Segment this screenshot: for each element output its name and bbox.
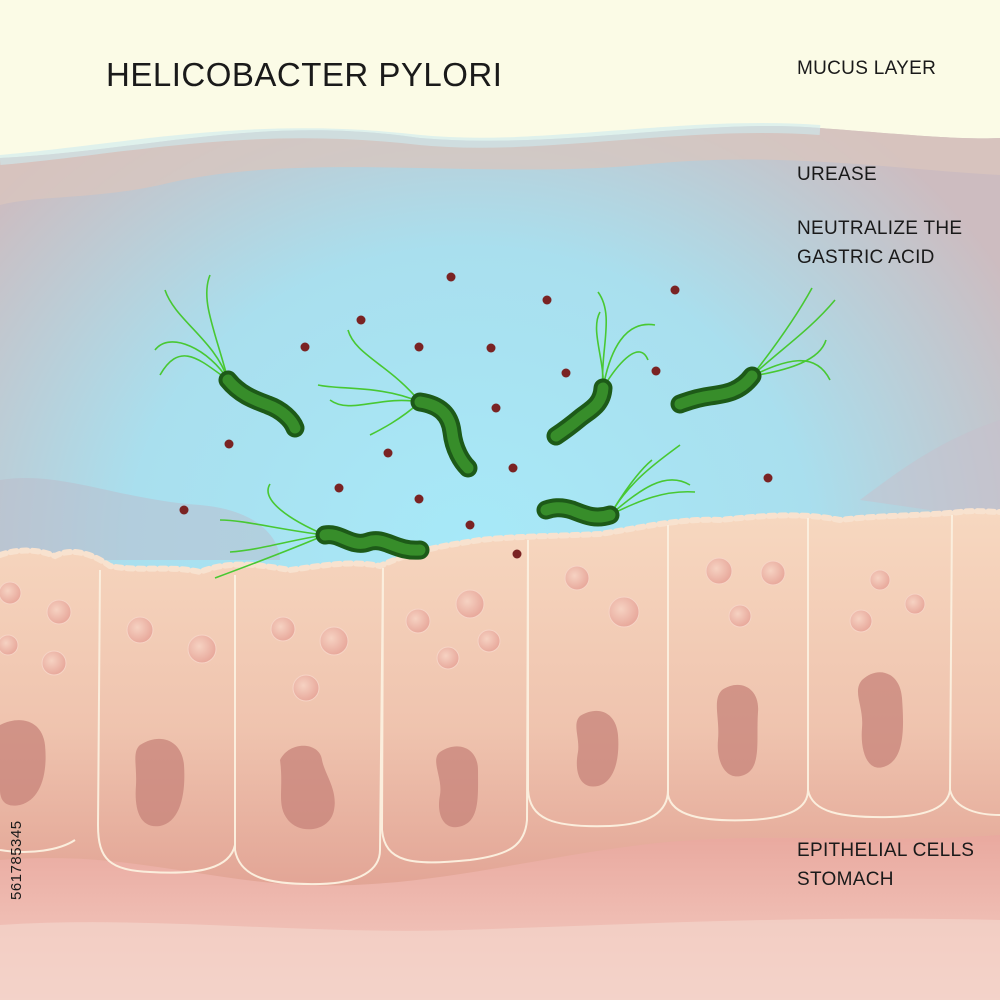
neutralize-label-line1: NEUTRALIZE THE [797, 218, 963, 239]
urease-dot [651, 366, 661, 376]
nucleus [576, 710, 619, 787]
vesicle [0, 634, 19, 656]
urease-label: UREASE [797, 164, 877, 185]
urease-dot [414, 342, 424, 352]
vesicle [405, 608, 431, 634]
urease-dot [508, 463, 518, 473]
bacterium [317, 329, 478, 478]
vesicle [0, 581, 22, 605]
urease-dot [465, 520, 475, 530]
page-title: HELICOBACTER PYLORI [106, 56, 503, 93]
epithelium-edge [0, 508, 1000, 576]
flagella [154, 274, 229, 381]
urease-dot [542, 295, 552, 305]
flagella [214, 483, 326, 579]
vesicle [564, 565, 590, 591]
urease-dot [300, 342, 310, 352]
bacterium [154, 274, 305, 438]
vesicle [46, 599, 72, 625]
bacterium [214, 483, 430, 579]
bacterium [536, 444, 696, 527]
vesicle [608, 596, 640, 628]
nucleus [0, 720, 46, 806]
vesicle [270, 616, 296, 642]
nucleus [716, 684, 759, 777]
mucus-band-top [0, 126, 1000, 205]
nucleus [280, 745, 335, 830]
urease-dot [179, 505, 189, 515]
mucus-side-shade [0, 477, 280, 560]
nucleus [857, 672, 904, 768]
cell-nuclei [0, 672, 904, 830]
urease-dot [486, 343, 496, 353]
vesicle [849, 609, 873, 633]
mucus-layer-label: MUCUS LAYER [797, 58, 937, 79]
vesicle [319, 626, 349, 656]
vesicle [41, 650, 67, 676]
urease-dot [383, 448, 393, 458]
urease-dot [414, 494, 424, 504]
bacterium [546, 291, 656, 446]
vesicle [126, 616, 154, 644]
neutralize-label-line2: GASTRIC ACID [797, 247, 935, 268]
vesicle [436, 646, 460, 670]
nucleus [135, 738, 185, 827]
urease-dot [512, 549, 522, 559]
submucosa-band [0, 918, 1000, 1000]
epithelial-label-line2: STOMACH [797, 869, 894, 890]
urease-dot [491, 403, 501, 413]
bacteria [154, 274, 836, 579]
mucus-band-top-highlight [0, 123, 821, 165]
mucus-side-shade-right [860, 420, 1000, 520]
urease-dot [670, 285, 680, 295]
cell-vesicles [0, 557, 926, 702]
urease-dot [446, 272, 456, 282]
nucleus [436, 746, 479, 828]
flagella [751, 287, 836, 381]
vesicle [477, 629, 501, 653]
urease-particles [179, 272, 773, 559]
vesicle [705, 557, 733, 585]
cell-borders [0, 514, 1000, 886]
urease-dot [356, 315, 366, 325]
urease-dot [334, 483, 344, 493]
urease-dot [224, 439, 234, 449]
vesicle [904, 593, 926, 615]
vesicle [728, 604, 752, 628]
urease-dot [561, 368, 571, 378]
stock-id-watermark: 561785345 [8, 820, 25, 900]
bacterium [670, 287, 836, 414]
urease-dot [763, 473, 773, 483]
vesicle [187, 634, 217, 664]
vesicle [292, 674, 320, 702]
epithelial-label-line1: EPITHELIAL CELLS [797, 840, 975, 861]
vesicle [869, 569, 891, 591]
vesicle [760, 560, 786, 586]
vesicle [455, 589, 485, 619]
